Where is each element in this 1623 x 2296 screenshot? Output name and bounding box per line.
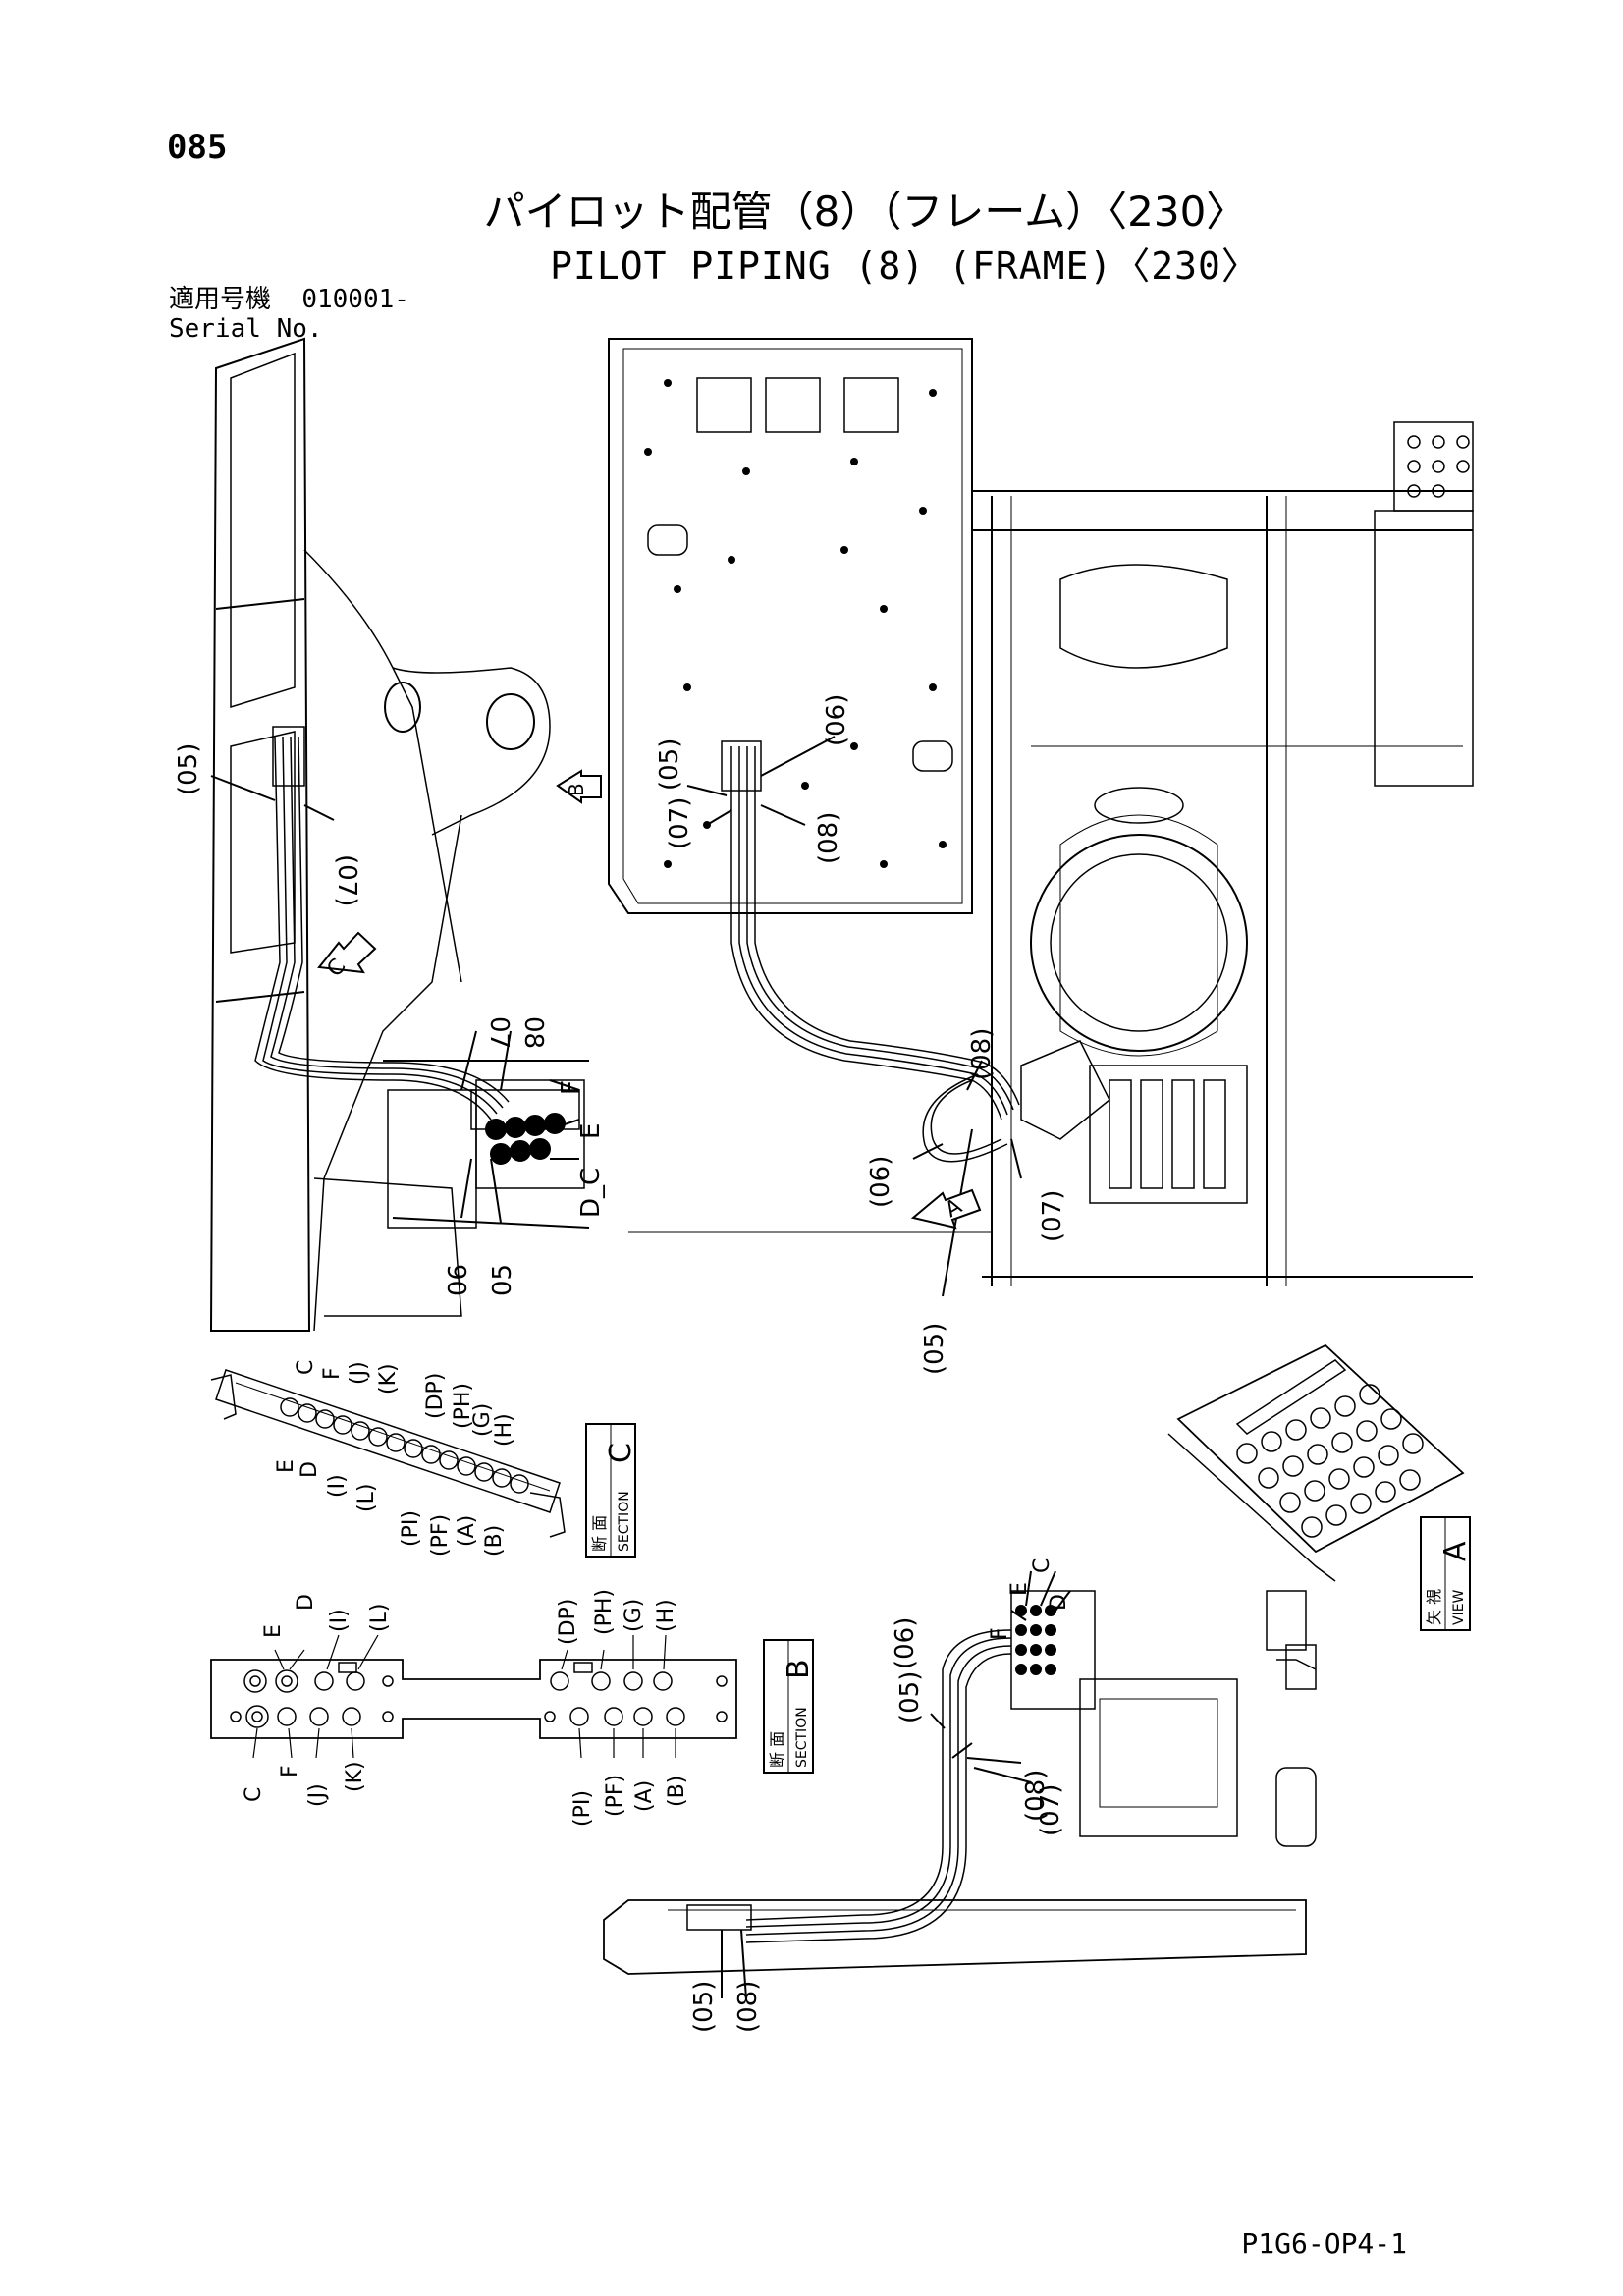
serial-label-en: Serial No.: [169, 314, 323, 344]
section-c-letter: C: [604, 1443, 638, 1463]
serial-block: 適用号機 010001- Serial No.: [169, 285, 409, 344]
section-c-port-c: C: [294, 1360, 318, 1375]
section-c-port-h: (H): [492, 1413, 516, 1447]
section-b-port-a: (A): [632, 1780, 657, 1812]
callout-n07: 07: [484, 1016, 514, 1049]
section-c-port-k: (K): [376, 1363, 401, 1394]
section-b-port-c: C: [242, 1787, 266, 1802]
callout-n05: 05: [488, 1264, 517, 1296]
callout-06-valve: (06): [866, 1156, 895, 1208]
section-c-port-l: (L): [354, 1484, 379, 1512]
bottom-port-c: C: [1030, 1558, 1055, 1573]
section-c-port-pi: (PI): [399, 1510, 423, 1547]
callout-08-valve: (08): [967, 1028, 997, 1080]
callout-07-center: (07): [665, 797, 694, 849]
callout-n06: 06: [444, 1264, 473, 1296]
view-a-drawing: [1167, 1343, 1465, 1582]
section-c-port-g: (G): [470, 1403, 495, 1437]
bottom-port-e: E: [1007, 1582, 1032, 1596]
section-b-box: 断 面 SECTION B: [763, 1639, 816, 1774]
callout-05-left: (05): [174, 743, 203, 795]
section-b-port-b: (B): [665, 1776, 689, 1807]
callout-07-valve: (07): [1038, 1190, 1067, 1242]
drawing-code: P1G6-OP4-1: [1241, 2227, 1407, 2260]
section-c-port-e: E: [274, 1459, 298, 1473]
section-b-port-ph: (PH): [592, 1589, 617, 1635]
view-a-jp: 矢 視: [1425, 1589, 1443, 1625]
section-c-en: SECTION: [617, 1491, 632, 1552]
callout-06-center: (06): [822, 694, 851, 746]
title-english: PILOT PIPING (8) (FRAME)〈230〉: [550, 245, 1260, 288]
section-c-port-pf: (PF): [428, 1514, 453, 1557]
section-b-port-g: (G): [622, 1599, 646, 1632]
section-b-port-j: (J): [305, 1783, 330, 1807]
callout-d-c: D_C: [576, 1168, 606, 1218]
section-b-drawing: [210, 1634, 737, 1759]
section-c-jp: 断 面: [590, 1515, 609, 1552]
section-b-port-l: (L): [367, 1604, 392, 1632]
bottom-assembly-drawing: [603, 1570, 1317, 1999]
center-frame-view: [608, 338, 1474, 1297]
serial-value: 010001-: [301, 285, 409, 314]
callout-05-bottom-right: (05): [895, 1671, 925, 1723]
section-c-port-b: (B): [482, 1525, 507, 1557]
bottom-port-f: F: [988, 1627, 1012, 1640]
section-b-jp: 断 面: [768, 1731, 786, 1768]
callout-06-bottom: (06): [891, 1617, 920, 1669]
section-b-port-dp: (DP): [556, 1599, 580, 1645]
section-c-port-d: D: [298, 1461, 322, 1478]
section-c-port-f: F: [320, 1367, 345, 1380]
section-b-port-pf: (PF): [603, 1775, 627, 1817]
section-c-box: 断 面 SECTION C: [585, 1423, 638, 1558]
section-c-port-a: (A): [455, 1515, 479, 1547]
section-b-port-i: (I): [327, 1609, 352, 1632]
port-label-f-left: F: [557, 1080, 586, 1095]
section-b-port-pi: (PI): [570, 1790, 595, 1827]
left-frame-view: [209, 337, 602, 1332]
section-b-port-k: (K): [343, 1761, 367, 1792]
callout-05-center: (05): [655, 738, 684, 791]
callout-n08: 08: [518, 1016, 548, 1049]
title-japanese: パイロット配管（8）（フレーム）〈230〉: [483, 188, 1248, 236]
section-b-port-h: (H): [654, 1599, 678, 1632]
section-c-drawing: [210, 1369, 566, 1538]
section-b-port-d: D: [294, 1594, 318, 1611]
section-c-port-ph: (PH): [451, 1383, 475, 1429]
view-marker-b: B: [565, 783, 588, 796]
page-number: 085: [167, 128, 228, 167]
callout-08-center: (08): [814, 812, 843, 864]
section-b-en: SECTION: [794, 1707, 810, 1768]
callout-07-bottom: (07): [1036, 1784, 1065, 1836]
serial-label-jp: 適用号機: [169, 285, 272, 314]
callout-08-bottom-right: (08): [1021, 1770, 1051, 1822]
section-b-port-e: E: [261, 1624, 286, 1638]
callout-08-bottom: (08): [733, 1981, 763, 2033]
section-b-letter: B: [782, 1659, 816, 1679]
bottom-port-d: D: [1047, 1594, 1071, 1611]
callout-05-valve: (05): [920, 1323, 949, 1375]
port-label-e-left: E: [576, 1123, 606, 1139]
view-a-letter: A: [1438, 1541, 1473, 1561]
section-b-port-f: F: [278, 1765, 302, 1777]
callout-05-bottom: (05): [689, 1981, 719, 2033]
view-a-en: VIEW: [1451, 1589, 1467, 1625]
section-c-port-dp: (DP): [423, 1373, 448, 1419]
section-c-port-j: (J): [347, 1361, 371, 1385]
callout-07-left: (07): [332, 854, 361, 906]
section-c-port-i: (I): [325, 1474, 350, 1498]
view-a-box: 矢 視 VIEW A: [1420, 1516, 1473, 1631]
